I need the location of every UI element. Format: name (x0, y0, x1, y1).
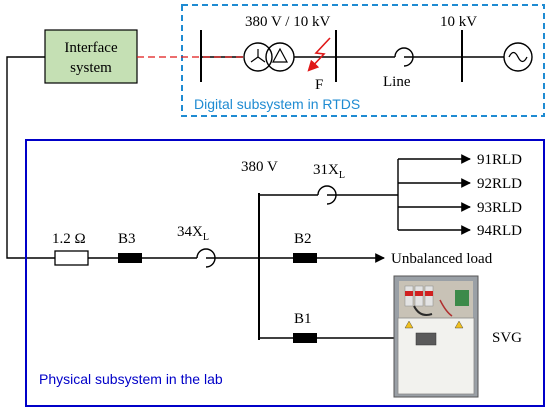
digital-subsystem-frame (181, 4, 545, 117)
physical-subsystem-caption: Physical subsystem in the lab (39, 371, 223, 387)
bus-380v-label: 380 V (241, 159, 278, 175)
fault-arrow-icon (307, 37, 331, 72)
rld-label-3: 93RLD (477, 200, 522, 216)
reactor-main-base: 34X (177, 224, 203, 240)
unbalanced-label: Unbalanced load (391, 251, 493, 267)
transformer-label: 380 V / 10 kV (245, 14, 330, 30)
digital-subsystem-caption: Digital subsystem in RTDS (194, 96, 360, 112)
rld-arrows (398, 154, 471, 235)
resistor-label: 1.2 Ω (52, 231, 86, 247)
line-reactor-icon (394, 47, 414, 67)
resistor-icon (54, 250, 89, 266)
breaker-b3-icon (118, 253, 142, 263)
interface-label-line2: system (70, 60, 112, 76)
interface-feeder-wire (6, 56, 55, 259)
svg-label: SVG (492, 330, 522, 346)
physical-subsystem-frame (25, 139, 545, 407)
reactor-main-label: 34XL (177, 224, 209, 243)
fault-label: F (315, 77, 323, 93)
breaker-b3-label: B3 (118, 231, 136, 247)
reactor-branch-sub: L (339, 170, 345, 181)
source-bus-label: 10 kV (440, 14, 477, 30)
reactor-branch-label: 31XL (313, 162, 345, 181)
breaker-b2-label: B2 (294, 231, 312, 247)
interface-system-box (44, 29, 138, 84)
reactor-main-sub: L (203, 232, 209, 243)
breaker-b1-label: B1 (294, 311, 312, 327)
reactor-branch-icon (317, 185, 337, 205)
reactor-main-icon (196, 248, 216, 268)
svg-cabinet-image (393, 275, 479, 398)
rld-label-2: 92RLD (477, 176, 522, 192)
transformer-icon (243, 42, 295, 72)
breaker-b1-icon (293, 333, 317, 343)
rld-label-4: 94RLD (477, 223, 522, 239)
breaker-b2-icon (293, 253, 317, 263)
rld-label-1: 91RLD (477, 152, 522, 168)
line-label: Line (383, 74, 411, 90)
interface-label-line1: Interface (64, 40, 118, 56)
reactor-branch-base: 31X (313, 162, 339, 178)
ac-source-icon (503, 42, 533, 72)
